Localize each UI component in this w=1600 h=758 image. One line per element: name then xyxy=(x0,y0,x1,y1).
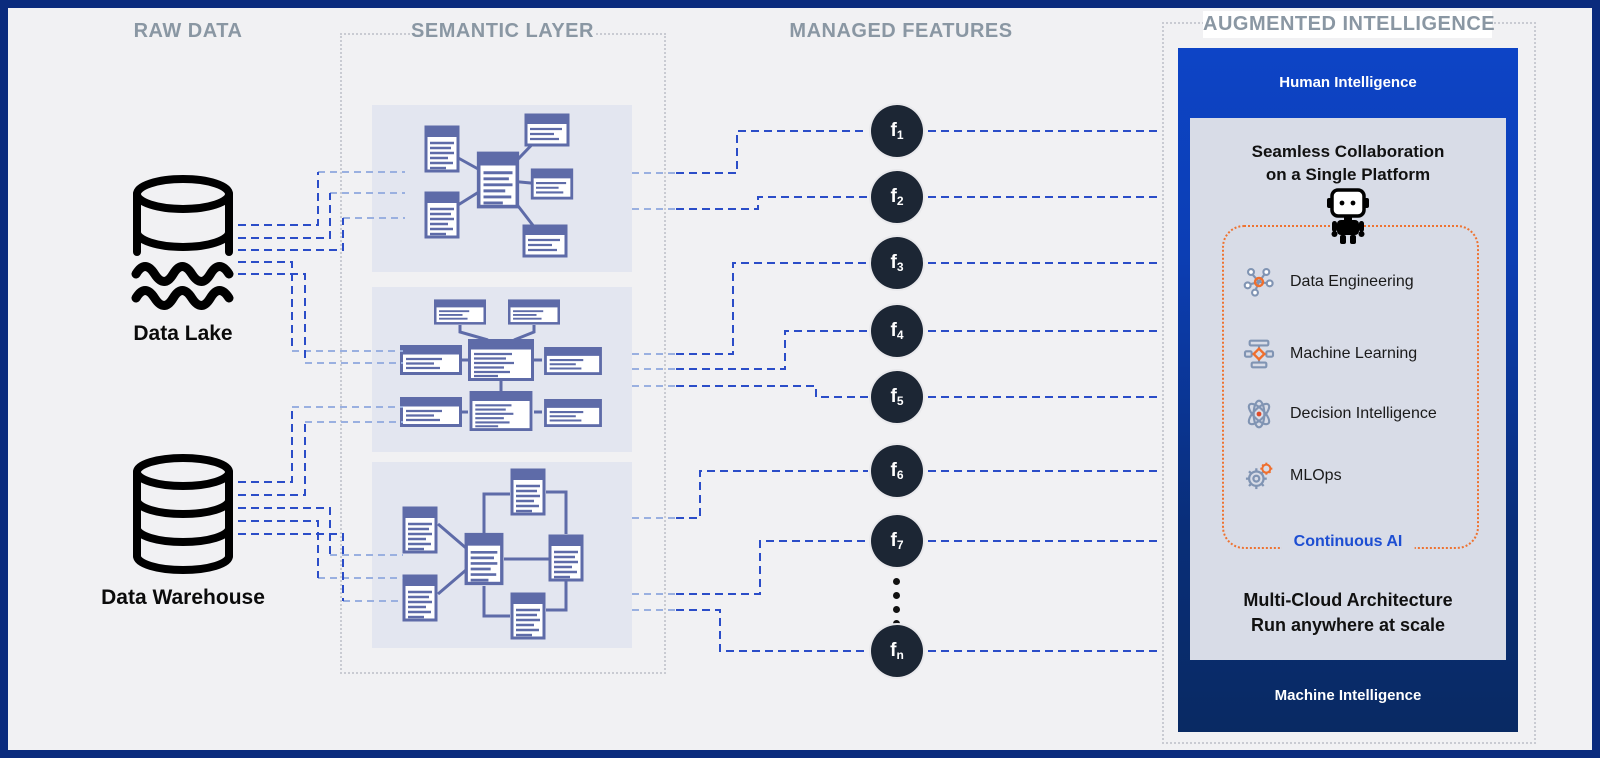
feature-label: f xyxy=(890,386,897,407)
capability-label: Machine Learning xyxy=(1290,345,1418,362)
feature-label: f xyxy=(890,460,897,481)
data-warehouse-label: Data Warehouse xyxy=(101,586,265,609)
capability-label: Decision Intelligence xyxy=(1290,405,1437,422)
collaboration-panel: Seamless Collaboration on a Single Platf… xyxy=(1190,118,1506,660)
ellipsis-dots xyxy=(893,578,900,627)
mlops-icon xyxy=(1242,459,1276,493)
human-intelligence-band: Human Intelligence xyxy=(1279,74,1417,91)
data-lake-label: Data Lake xyxy=(133,322,233,345)
raw-data-header: RAW DATA xyxy=(133,20,243,42)
semantic-layer-header: SEMANTIC LAYER xyxy=(410,20,595,43)
feature-label: f xyxy=(890,186,897,207)
feature-label: f xyxy=(890,320,897,341)
feature-label: f xyxy=(890,640,897,661)
robot-icon xyxy=(1322,188,1374,251)
data-warehouse-icon xyxy=(128,452,238,587)
machine-learning-icon xyxy=(1242,337,1276,371)
capability-label: MLOps xyxy=(1290,467,1342,484)
data-engineering-icon xyxy=(1242,265,1276,299)
semantic-diagram-hierarchy xyxy=(372,287,632,452)
capability-label: Data Engineering xyxy=(1290,273,1414,290)
augmented-intelligence-header: AUGMENTED INTELLIGENCE xyxy=(1203,11,1495,38)
capability-row-data-engineering: Data Engineering xyxy=(1242,264,1414,300)
semantic-diagram-star xyxy=(372,105,632,272)
machine-intelligence-band: Machine Intelligence xyxy=(1274,687,1422,704)
managed-features-header: MANAGED FEATURES xyxy=(789,20,1013,42)
collaboration-title: Seamless Collaboration on a Single Platf… xyxy=(1190,140,1506,186)
semantic-diagram-ring xyxy=(372,462,632,648)
capability-row-machine-learning: Machine Learning xyxy=(1242,336,1417,372)
capability-row-decision-intelligence: Decision Intelligence xyxy=(1242,396,1437,432)
collaboration-title-line2: on a Single Platform xyxy=(1265,165,1431,184)
multi-cloud-footer: Multi-Cloud Architecture Run anywhere at… xyxy=(1190,588,1506,638)
decision-intelligence-icon xyxy=(1242,397,1276,431)
augmented-intelligence-panel: Human Intelligence Seamless Collaboratio… xyxy=(1178,48,1518,732)
feature-label: f xyxy=(890,120,897,141)
capability-row-mlops: MLOps xyxy=(1242,458,1342,494)
feature-label: f xyxy=(890,530,897,551)
data-lake-icon xyxy=(128,172,238,315)
collaboration-title-line1: Seamless Collaboration xyxy=(1251,142,1445,161)
footer-line2: Run anywhere at scale xyxy=(1250,615,1446,635)
footer-line1: Multi-Cloud Architecture xyxy=(1243,590,1453,610)
continuous-ai-label: Continuous AI xyxy=(1281,533,1415,551)
feature-label: f xyxy=(890,252,897,273)
